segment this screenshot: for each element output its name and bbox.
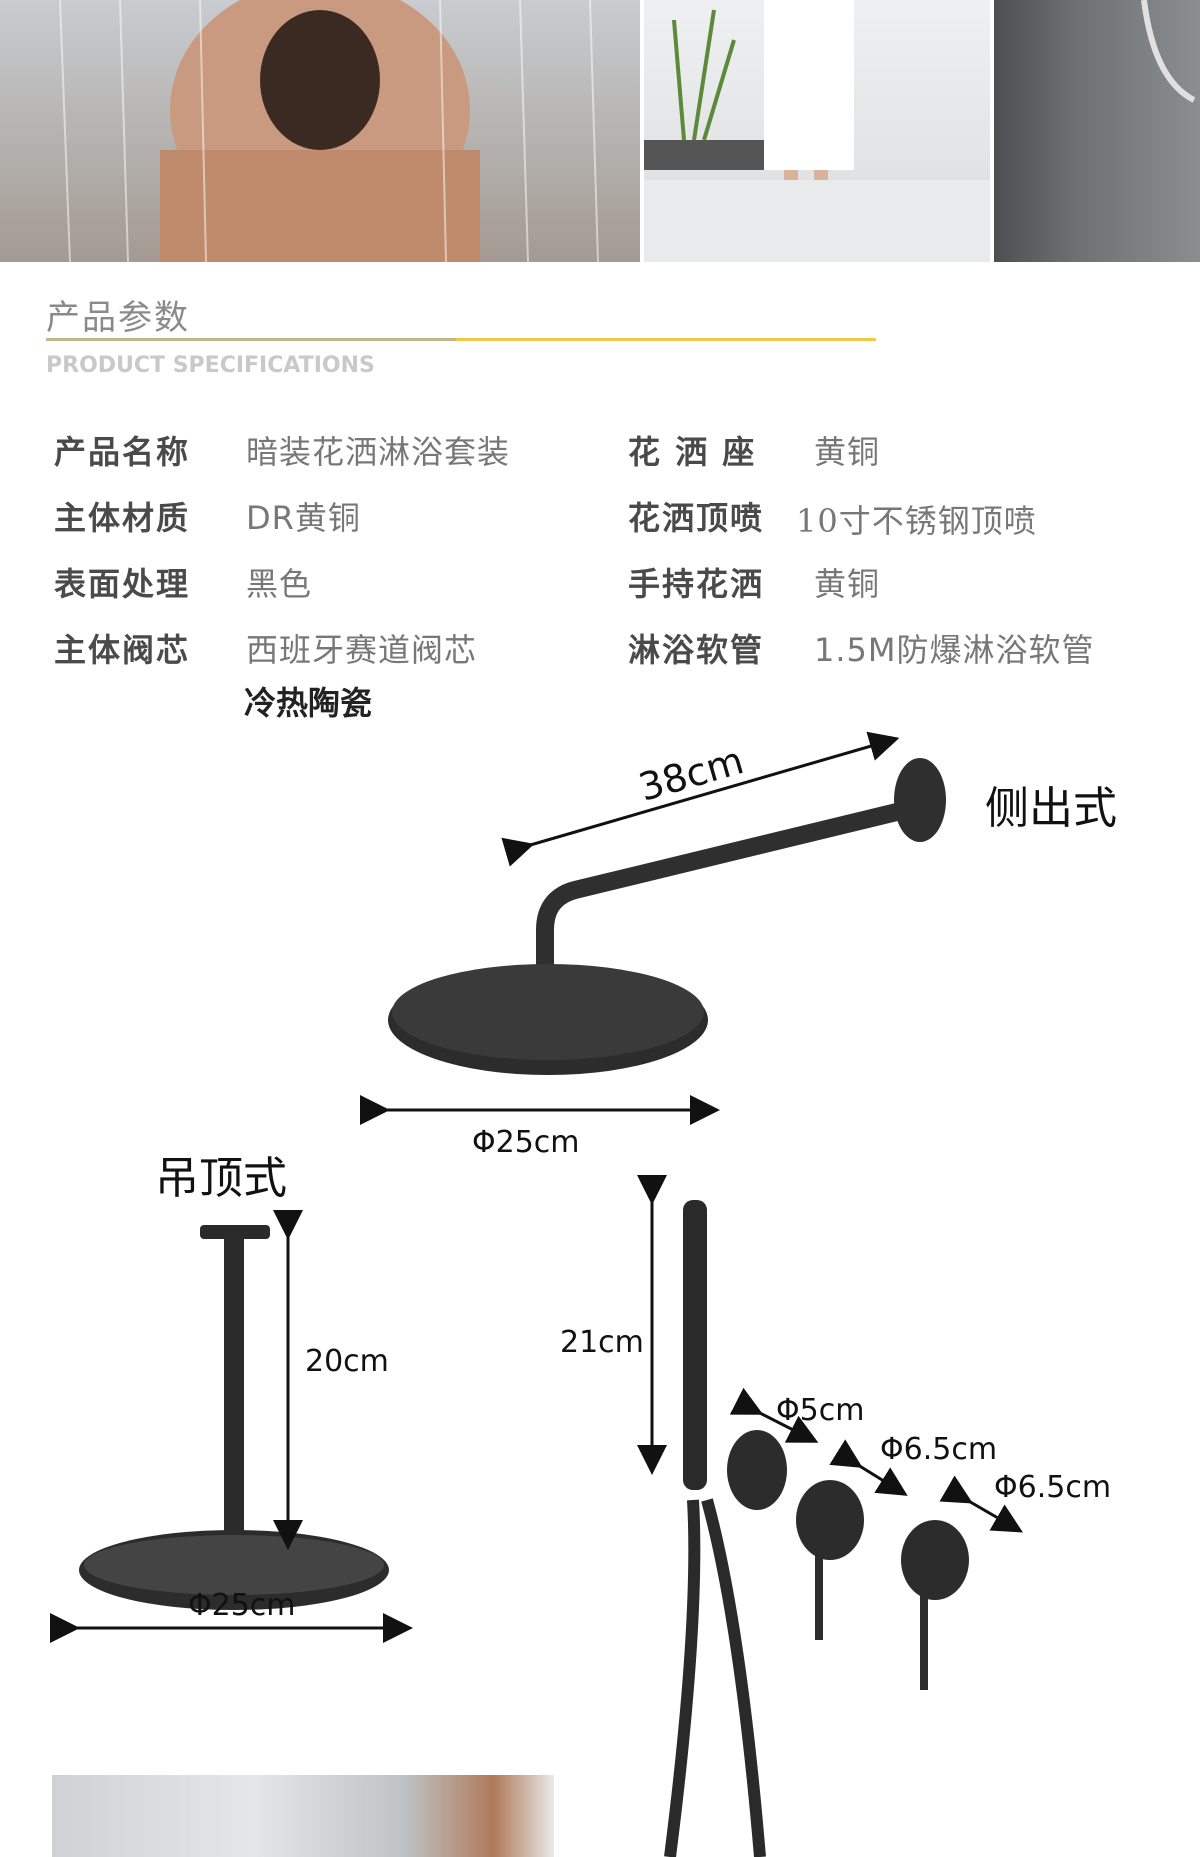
spec-key: 花 洒 座 [628, 433, 757, 471]
ceiling-mount-label: 吊顶式 [155, 1153, 287, 1204]
spec-key: 手持花洒 [628, 565, 765, 603]
spec-value: 西班牙赛道阀芯 [246, 631, 478, 669]
spec-value: 暗装花洒淋浴套装 [246, 433, 511, 471]
valve1-diameter-arrow [829, 1439, 908, 1496]
section-divider [46, 338, 456, 341]
ceiling-mounted-shower [79, 1225, 389, 1610]
spec-key: 主体材质 [54, 499, 191, 537]
spec-value: 黑色 [246, 565, 313, 603]
spec-key: 表面处理 [54, 565, 191, 603]
spec-key: 主体阀芯 [54, 631, 191, 669]
product-dimension-diagram [50, 731, 1023, 1857]
valve2-diameter-label: Φ6.5cm [994, 1470, 1112, 1505]
bathroom-illustration [644, 0, 990, 262]
rain-shower-photo [0, 0, 640, 262]
section-subtitle: PRODUCT SPECIFICATIONS [46, 353, 375, 378]
shower-wall-photo [994, 0, 1200, 262]
spec-value-extra: 冷热陶瓷 [244, 684, 373, 722]
bathroom-photo [644, 0, 990, 262]
handheld-shower-set [664, 1200, 969, 1857]
valve1-diameter-label: Φ6.5cm [880, 1432, 998, 1467]
holder-diameter-arrow [729, 1387, 819, 1443]
spec-value: 1.5M防爆淋浴软管 [814, 631, 1095, 669]
spec-key: 产品名称 [54, 433, 191, 471]
spec-value: 黄铜 [814, 433, 881, 471]
pipe-length-label: 20cm [305, 1344, 389, 1379]
shower-wall-illustration [1141, 0, 1196, 103]
section-divider-accent [456, 338, 876, 341]
spec-value: 黄铜 [814, 565, 881, 603]
valve2-diameter-arrow [939, 1475, 1023, 1533]
woman-showering-illustration [59, 0, 599, 262]
section-title: 产品参数 [46, 298, 190, 338]
holder-diameter-label: Φ5cm [776, 1393, 865, 1428]
handheld-length-label: 21cm [560, 1325, 644, 1360]
spec-key: 淋浴软管 [628, 631, 765, 669]
ceiling-head-diameter-label: Φ25cm [188, 1588, 296, 1623]
water-splash-photo [52, 1775, 554, 1857]
side-head-diameter-label: Φ25cm [472, 1125, 580, 1160]
spec-value: DR黄铜 [246, 499, 361, 537]
spec-value: 10寸不锈钢顶喷 [796, 502, 1037, 540]
side-mounted-shower [388, 758, 946, 1075]
side-mount-label: 侧出式 [985, 783, 1117, 834]
spec-key: 花洒顶喷 [628, 499, 765, 537]
arm-length-arrow [501, 731, 900, 867]
